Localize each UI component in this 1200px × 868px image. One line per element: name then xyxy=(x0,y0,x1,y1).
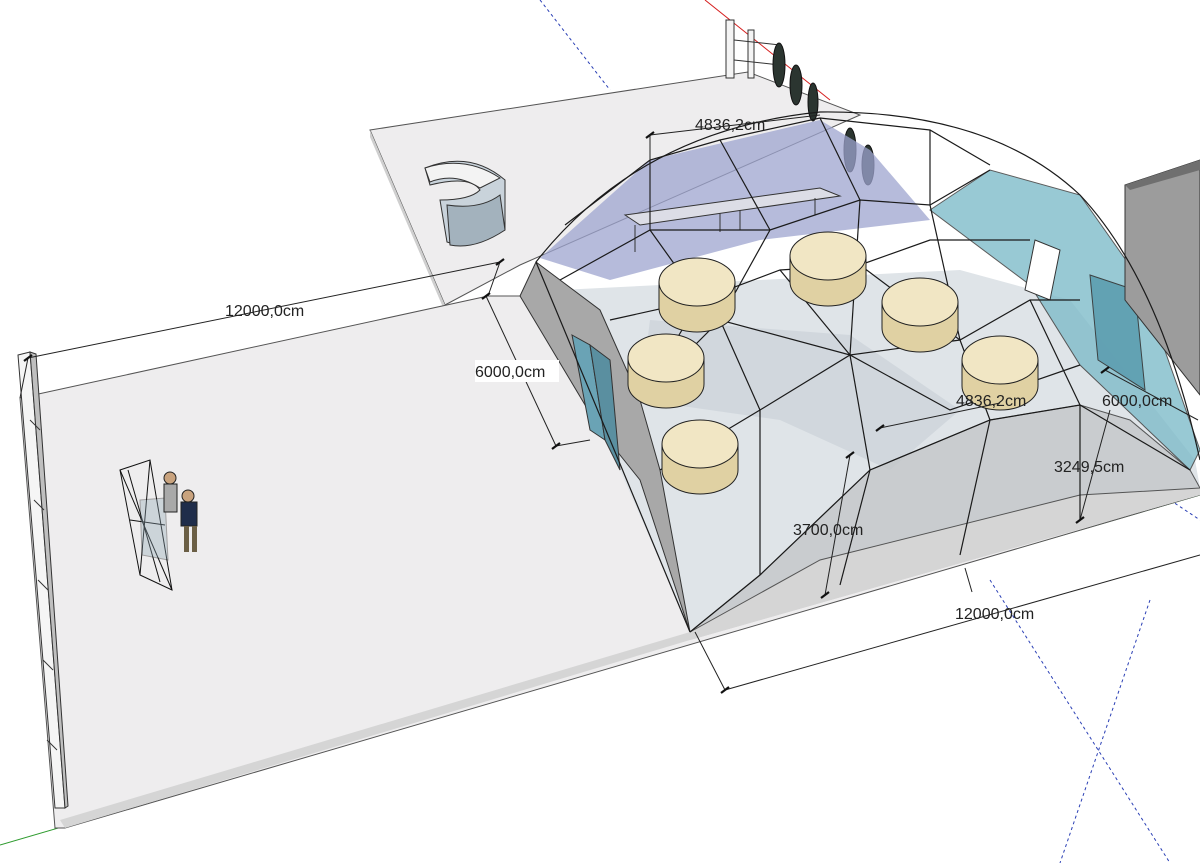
round-table-1[interactable] xyxy=(658,257,736,333)
dim-bottom-width-label: 12000,0cm xyxy=(955,606,1034,623)
left-wall[interactable] xyxy=(17,351,69,809)
back-fence[interactable] xyxy=(725,19,781,79)
floor-left-edge xyxy=(60,632,690,828)
dim-dome-top-label: 4836,2cm xyxy=(695,117,765,134)
dim-dome-inner-label: 4836,2cm xyxy=(956,393,1026,410)
scale-figures[interactable] xyxy=(163,471,198,552)
back-platform-side xyxy=(370,130,445,312)
dome-door-right[interactable] xyxy=(589,343,621,471)
red-axis-line xyxy=(704,0,831,101)
curved-bench[interactable] xyxy=(424,160,506,247)
dim-left-depth-label: 6000,0cm xyxy=(475,364,545,381)
dimension-lines xyxy=(19,114,1200,694)
dome-blue-glass[interactable] xyxy=(929,169,1200,471)
round-table-6[interactable] xyxy=(661,419,739,495)
round-table-3[interactable] xyxy=(881,277,959,353)
stage-truss[interactable] xyxy=(119,459,173,591)
blue-axis-line-bottom xyxy=(989,579,1171,864)
dim-height-right-label: 3249,5cm xyxy=(1054,459,1124,476)
adjacent-building-roof xyxy=(1125,160,1200,190)
stage-platform[interactable] xyxy=(623,187,842,252)
dome-shadow xyxy=(640,320,960,470)
round-table-5[interactable] xyxy=(961,335,1039,411)
blue-axis-line-right xyxy=(1169,499,1200,521)
dim-right-depth-label: 6000,0cm xyxy=(1102,393,1172,410)
round-tables[interactable] xyxy=(627,231,1039,495)
dim-height-front-label: 3700,0cm xyxy=(793,522,863,539)
round-table-4[interactable] xyxy=(627,333,705,409)
adjacent-building[interactable] xyxy=(1124,159,1200,396)
dome-front-base xyxy=(690,488,1200,640)
blue-axis-line-top xyxy=(539,0,611,91)
dimension-labels: 12000,0cm 6000,0cm 4836,2cm 4836,2cm 600… xyxy=(225,117,1172,623)
dim-left-width-label: 12000,0cm xyxy=(225,303,304,320)
blue-axis-line-bottom-2 xyxy=(1059,599,1151,864)
round-table-2[interactable] xyxy=(789,231,867,307)
